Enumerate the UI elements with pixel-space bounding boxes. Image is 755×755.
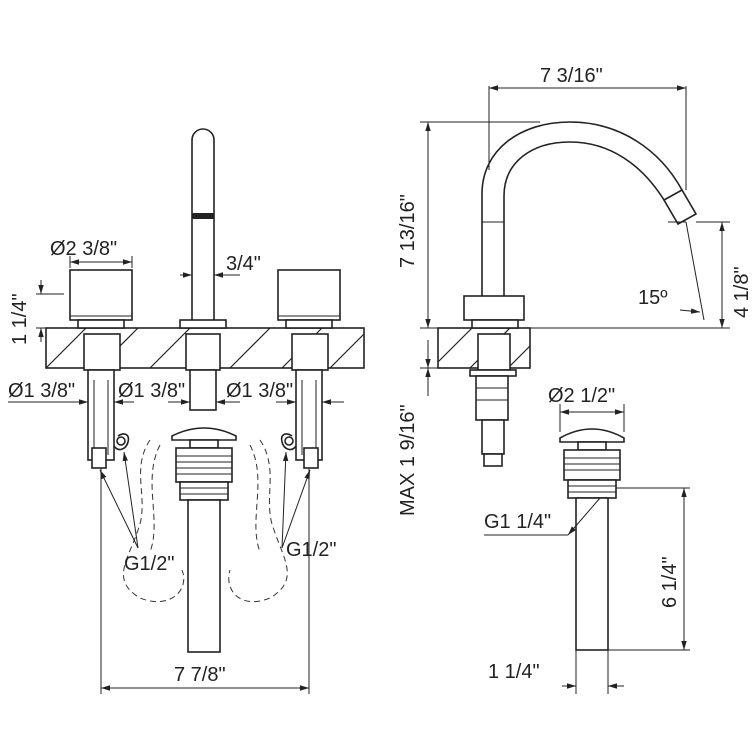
dim-spout-reach: 7 3/16" xyxy=(540,65,603,87)
dim-thread: G1 1/4" xyxy=(484,511,551,533)
front-view: 3/4" Ø2 3/8" 1 1/4" Ø1 3/8" Ø1 3/8" Ø1 3… xyxy=(8,128,365,694)
dim-shank-center: Ø1 3/8" xyxy=(118,380,185,402)
drain-view: Ø2 1/2" G1 1/4" 6 1/4" 1 1/4" xyxy=(484,385,690,694)
side-view: 7 3/16" 7 13/16" 15º 4 1/8" MAX 1 9/16" xyxy=(397,65,753,516)
dim-handle-height: 1 1/4" xyxy=(9,293,31,345)
dim-shank-left: Ø1 3/8" xyxy=(8,380,75,402)
hoses xyxy=(122,439,288,603)
dim-connection-left: G1/2" xyxy=(124,553,174,575)
dim-length: 6 1/4" xyxy=(659,556,681,608)
dim-outlet-height: 4 1/8" xyxy=(731,266,753,318)
dim-shank-right: Ø1 3/8" xyxy=(226,380,293,402)
dim-tail-width: 1 1/4" xyxy=(488,661,540,683)
dim-max-deck: MAX 1 9/16" xyxy=(397,404,419,516)
left-handle xyxy=(69,269,133,469)
side-spout xyxy=(481,121,683,296)
dim-spout-height: 7 13/16" xyxy=(397,194,419,268)
dim-spout-stem: 3/4" xyxy=(226,253,261,275)
dim-handle-diameter: Ø2 3/8" xyxy=(50,238,117,260)
dim-cap-diameter: Ø2 1/2" xyxy=(548,385,615,407)
front-spout xyxy=(179,128,227,411)
front-drain xyxy=(171,427,237,653)
dim-connection-right: G1/2" xyxy=(286,539,336,561)
dim-overall-width: 7 7/8" xyxy=(174,664,226,686)
dim-angle: 15º xyxy=(638,287,668,309)
right-handle xyxy=(277,269,341,469)
